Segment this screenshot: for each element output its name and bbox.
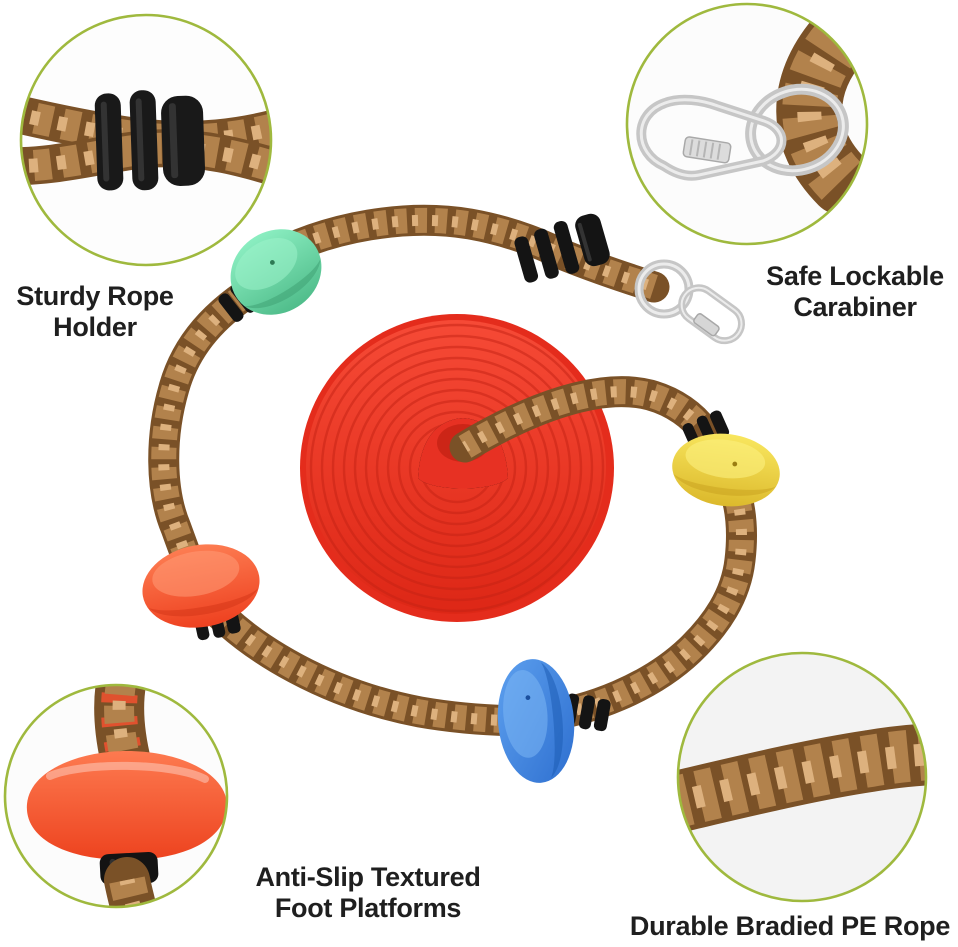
callout-rope-holder bbox=[19, 13, 273, 267]
rope-holder-clamp-detail bbox=[94, 90, 206, 191]
platform-orange bbox=[142, 544, 260, 641]
label-line: Foot Platforms bbox=[274, 893, 462, 923]
label-safe-lockable-carabiner: Safe Lockable Carabiner bbox=[752, 261, 958, 323]
rope-holder-clamp bbox=[514, 213, 610, 283]
platform-yellow bbox=[672, 410, 780, 507]
callout-carabiner bbox=[625, 2, 869, 246]
label-line: Safe Lockable bbox=[766, 261, 944, 291]
label-anti-slip-foot-platforms: Anti-Slip Textured Foot Platforms bbox=[228, 862, 508, 924]
platform-green bbox=[218, 229, 322, 322]
label-line: Anti-Slip Textured bbox=[255, 862, 481, 892]
label-line: Sturdy Rope bbox=[16, 281, 174, 311]
label-line: Holder bbox=[53, 312, 137, 342]
seat-disc bbox=[300, 314, 614, 622]
label-line: Carabiner bbox=[793, 292, 917, 322]
label-durable-braided-pe-rope: Durable Bradied PE Rope bbox=[622, 911, 958, 942]
carabiner-screw-lock bbox=[682, 136, 732, 164]
label-sturdy-rope-holder: Sturdy Rope Holder bbox=[0, 281, 190, 343]
platform-blue bbox=[497, 659, 611, 783]
label-line: Durable Bradied PE Rope bbox=[629, 911, 951, 941]
callout-pe-rope bbox=[676, 651, 928, 903]
carabiner-body bbox=[636, 94, 787, 181]
rope-end-carabiner bbox=[678, 284, 746, 345]
callout-foot-platform bbox=[3, 683, 229, 909]
foot-platform-dome bbox=[26, 751, 227, 860]
